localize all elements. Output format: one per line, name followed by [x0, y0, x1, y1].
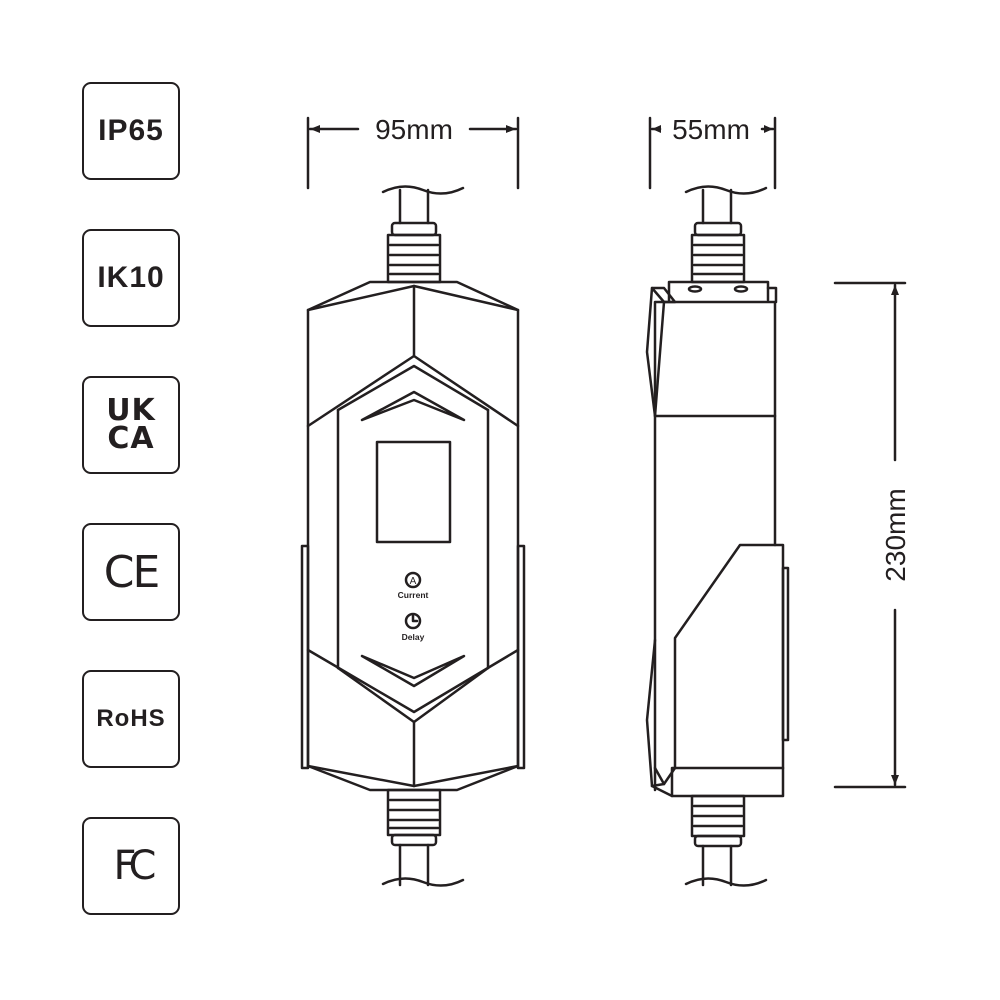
top-cable [381, 185, 465, 284]
ukca-badge: UK CA [82, 376, 180, 474]
ik10-badge: IK10 [82, 229, 180, 327]
display-screen [375, 440, 452, 544]
ukca-label: UK CA [106, 393, 156, 456]
current-label: Current [398, 590, 429, 600]
depth-label: 55mm [672, 114, 750, 145]
ip65-badge: IP65 [82, 82, 180, 180]
side-view [645, 185, 790, 887]
width-label: 95mm [375, 114, 453, 145]
current-button[interactable]: A Current [398, 571, 429, 600]
ip65-label: IP65 [98, 114, 164, 147]
fcc-badge: FC [82, 817, 180, 915]
ik10-label: IK10 [97, 261, 165, 294]
rohs-badge: RoHS [82, 670, 180, 768]
bottom-cable [381, 788, 465, 887]
current-icon [404, 571, 422, 589]
current-icon-letter: A [410, 576, 417, 587]
delay-button[interactable]: Delay [402, 612, 425, 642]
height-label: 230mm [880, 488, 911, 581]
ce-badge: CE [82, 523, 180, 621]
rohs-label: RoHS [96, 705, 166, 732]
height-dimension: 230mm [833, 281, 911, 789]
clock-icon [404, 612, 422, 630]
width-dimension: 95mm [306, 114, 520, 190]
delay-label: Delay [402, 632, 425, 642]
ce-label: CE [103, 546, 161, 598]
depth-dimension: 55mm [648, 114, 777, 190]
front-body-outline [306, 280, 520, 792]
front-view: A Current Delay [300, 185, 526, 887]
